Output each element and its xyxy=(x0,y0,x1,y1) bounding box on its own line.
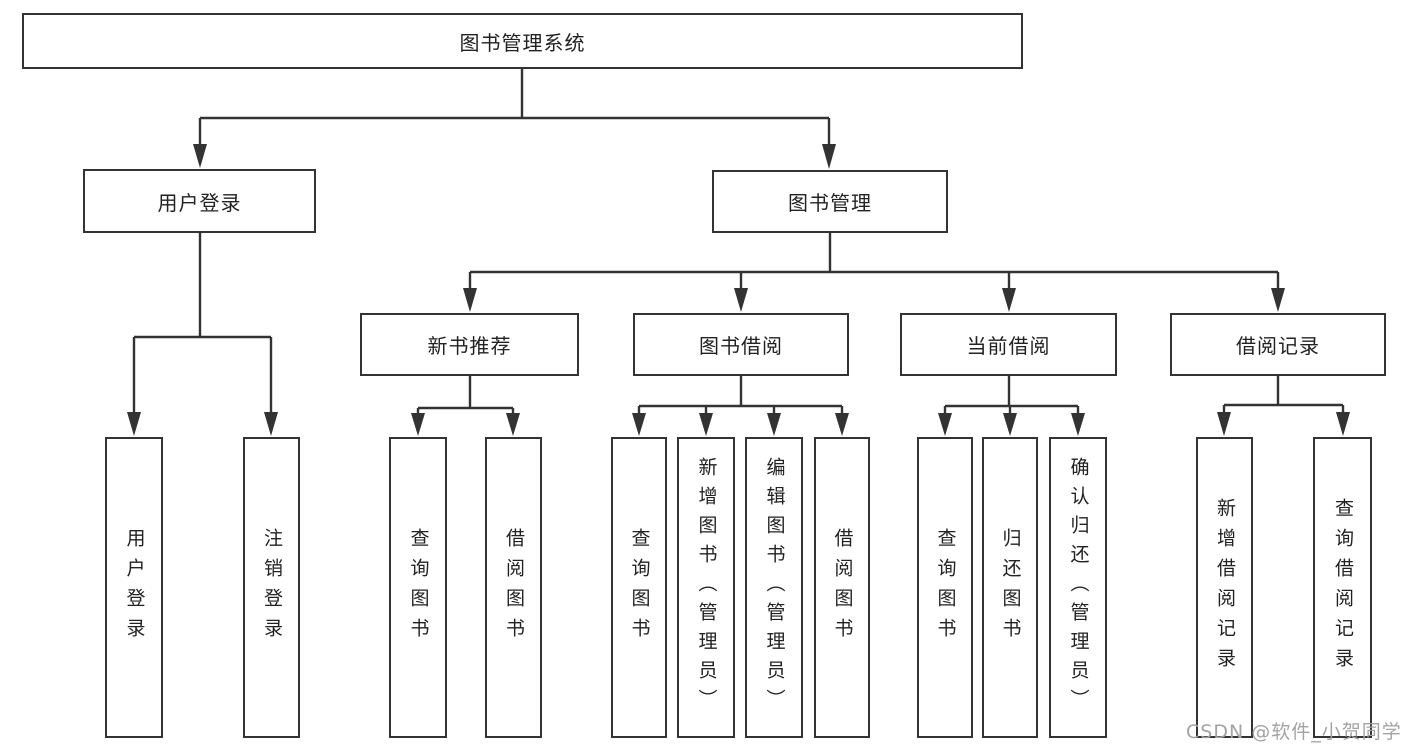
leaf-user-login-label: 用户登录 xyxy=(123,527,146,648)
leaf-newbook-borrow: 借阅图书 xyxy=(485,437,542,738)
leaf-record-add-label: 新增借阅记录 xyxy=(1214,497,1236,678)
node-book-management: 图书管理 xyxy=(712,170,948,233)
leaf-borrow-add-admin-label: 新增图书（管理员） xyxy=(695,457,718,718)
leaf-borrow-edit-admin: 编辑图书（管理员） xyxy=(745,437,803,738)
watermark: CSDN @软件_小贺同学 xyxy=(1186,721,1402,743)
node-current-borrow: 当前借阅 xyxy=(900,313,1117,376)
node-new-book-recommend: 新书推荐 xyxy=(360,313,579,376)
connector-strokes xyxy=(132,69,1345,416)
node-borrow-records: 借阅记录 xyxy=(1170,313,1386,376)
leaf-current-query-label: 查询图书 xyxy=(934,527,957,648)
leaf-borrow-add-admin: 新增图书（管理员） xyxy=(677,437,735,738)
node-root-system: 图书管理系统 xyxy=(22,13,1023,69)
leaf-current-return-label: 归还图书 xyxy=(999,527,1022,648)
leaf-current-return: 归还图书 xyxy=(982,437,1038,738)
leaf-current-query: 查询图书 xyxy=(917,437,973,738)
leaf-record-add: 新增借阅记录 xyxy=(1196,437,1253,738)
leaf-user-login: 用户登录 xyxy=(105,437,163,738)
leaf-newbook-borrow-label: 借阅图书 xyxy=(503,527,525,648)
leaf-borrow-query: 查询图书 xyxy=(611,437,667,738)
leaf-logout-label: 注销登录 xyxy=(261,527,283,648)
leaf-borrow-query-label: 查询图书 xyxy=(628,527,651,648)
leaf-current-confirm-admin: 确认归还（管理员） xyxy=(1049,437,1107,738)
leaf-newbook-query: 查询图书 xyxy=(389,437,447,738)
arrowheads xyxy=(127,144,1350,436)
leaf-borrow-borrow-label: 借阅图书 xyxy=(831,527,854,648)
leaf-borrow-edit-admin-label: 编辑图书（管理员） xyxy=(763,457,786,718)
node-book-borrow: 图书借阅 xyxy=(633,313,849,376)
leaf-record-query-label: 查询借阅记录 xyxy=(1332,497,1354,678)
node-user-login: 用户登录 xyxy=(83,169,316,233)
leaf-record-query: 查询借阅记录 xyxy=(1313,437,1372,738)
leaf-newbook-query-label: 查询图书 xyxy=(407,527,430,648)
leaf-current-confirm-admin-label: 确认归还（管理员） xyxy=(1067,457,1090,718)
leaf-logout: 注销登录 xyxy=(243,437,300,738)
leaf-borrow-borrow: 借阅图书 xyxy=(814,437,870,738)
